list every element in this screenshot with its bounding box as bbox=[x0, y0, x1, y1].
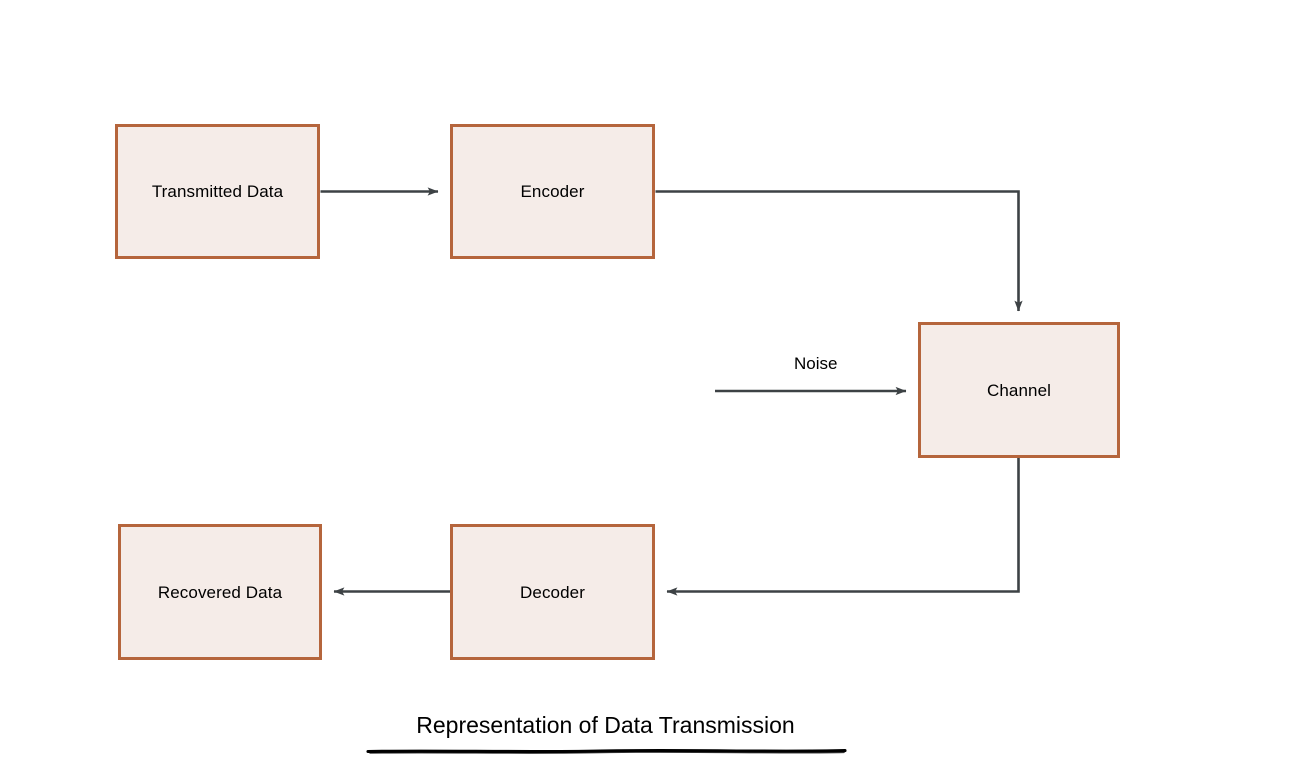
node-transmitted-data[interactable]: Transmitted Data bbox=[115, 124, 320, 259]
node-transmitted-data-label: Transmitted Data bbox=[151, 182, 284, 201]
figure-caption: Representation of Data Transmission bbox=[416, 712, 795, 738]
node-recovered-data[interactable]: Recovered Data bbox=[118, 524, 322, 660]
node-decoder-label: Decoder bbox=[520, 582, 585, 602]
node-recovered-data-label: Recovered Data bbox=[157, 582, 283, 602]
node-decoder[interactable]: Decoder bbox=[450, 524, 655, 660]
connector-encoder-to-channel bbox=[655, 190, 1023, 312]
node-encoder-label: Encoder bbox=[520, 182, 585, 201]
node-channel[interactable]: Channel bbox=[918, 322, 1120, 458]
caption-underline bbox=[366, 748, 847, 754]
node-channel-label: Channel bbox=[986, 380, 1052, 400]
connector-channel-to-decoder bbox=[666, 458, 1020, 596]
node-encoder[interactable]: Encoder bbox=[450, 124, 655, 259]
edge-label-noise: Noise bbox=[794, 354, 838, 373]
